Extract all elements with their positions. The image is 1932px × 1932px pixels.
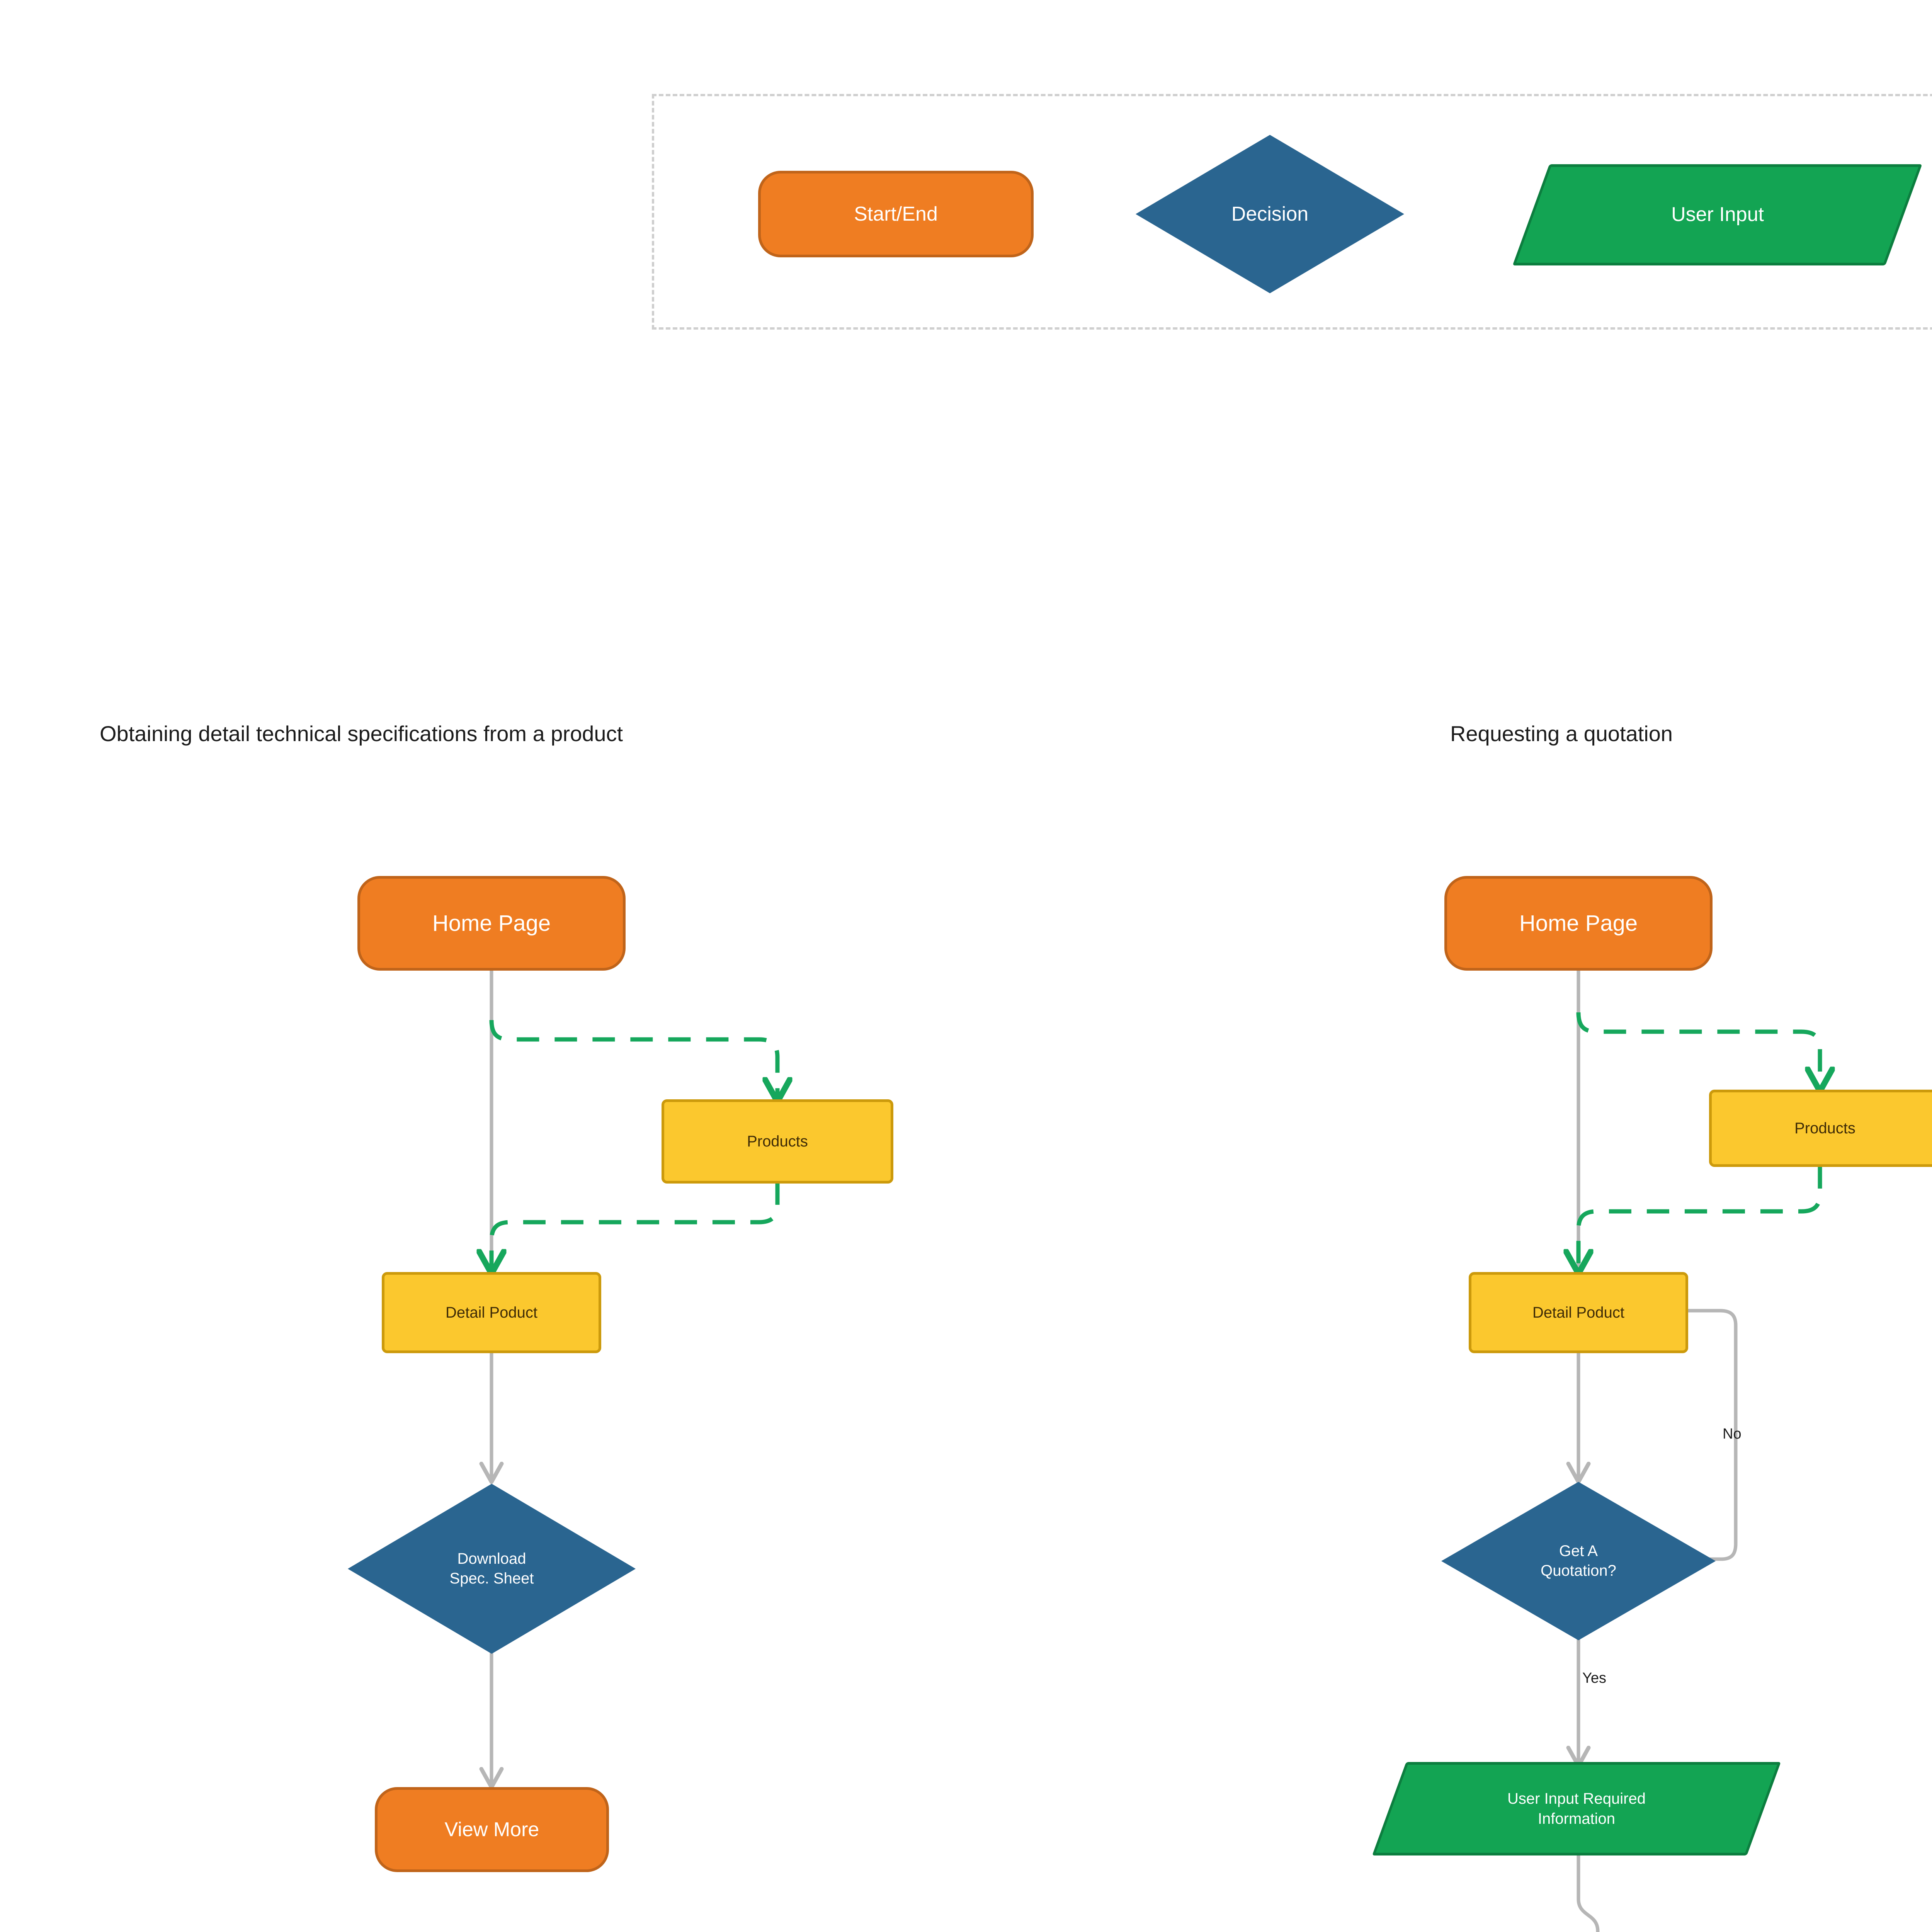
node-label: User Input Required Information: [1507, 1790, 1646, 1827]
node-detail-poduct-col2[interactable]: Detail Poduct: [1469, 1272, 1688, 1353]
node-label: Detail Poduct: [446, 1304, 537, 1321]
column-title-spec: Obtaining detail technical specification…: [100, 721, 623, 746]
legend-shape-decision: Decision: [1136, 135, 1404, 293]
node-label: View More: [444, 1818, 539, 1841]
node-products-col1[interactable]: Products: [662, 1099, 893, 1184]
legend-shape-user-input: User Input: [1512, 164, 1922, 265]
legend-user-input-label: User Input: [1671, 203, 1764, 226]
node-label: Home Page: [1519, 911, 1638, 936]
edge-label-yes: Yes: [1582, 1670, 1606, 1686]
column-title-quotation: Requesting a quotation: [1450, 721, 1673, 746]
node-label: Detail Poduct: [1532, 1304, 1624, 1321]
node-label: Download Spec. Sheet: [449, 1550, 534, 1587]
edge-label-no: No: [1723, 1426, 1742, 1442]
legend-shape-start-end: Start/End: [758, 171, 1034, 257]
node-products-col2[interactable]: Products: [1709, 1090, 1932, 1167]
node-user-input-required-information-col2[interactable]: User Input Required Information: [1372, 1762, 1781, 1855]
node-detail-poduct-col1[interactable]: Detail Poduct: [382, 1272, 601, 1353]
node-label: Get A Quotation?: [1541, 1542, 1616, 1579]
node-get-a-quotation-col2[interactable]: Get A Quotation?: [1441, 1482, 1716, 1640]
legend-panel: Start/End Decision User Input Main Path …: [652, 94, 1932, 330]
node-label: Products: [747, 1133, 808, 1150]
legend-start-end-label: Start/End: [854, 203, 938, 225]
node-view-more-col1[interactable]: View More: [375, 1787, 609, 1872]
node-download-spec-sheet-col1[interactable]: Download Spec. Sheet: [348, 1484, 636, 1654]
node-label: Products: [1794, 1119, 1855, 1137]
node-label: Home Page: [432, 911, 551, 936]
node-home-page-col1[interactable]: Home Page: [357, 876, 626, 971]
legend-decision-label: Decision: [1231, 202, 1309, 225]
node-home-page-col2[interactable]: Home Page: [1444, 876, 1713, 971]
